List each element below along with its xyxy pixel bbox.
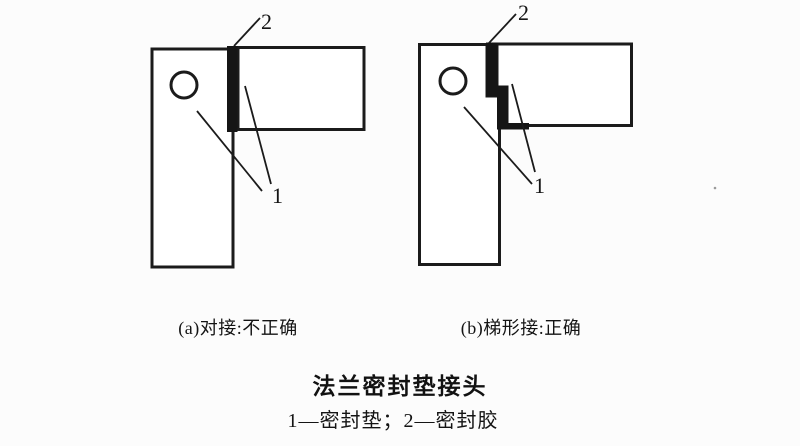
panel-b-right-flange-outline xyxy=(495,42,633,127)
panel-a-leader-line-sealant xyxy=(233,17,261,47)
panel-b-gasket-shape xyxy=(486,42,529,130)
figure-legend: 1—密封垫；2—密封胶 xyxy=(287,410,499,432)
panel-a-drawing xyxy=(150,17,366,269)
figure-title: 法兰密封垫接头 xyxy=(312,374,488,399)
panel-a-gasket-number-label: 1 xyxy=(272,183,283,208)
panel-a-bolt-hole xyxy=(169,70,199,100)
panel-a-right-flange-outline xyxy=(236,46,366,131)
scan-speck xyxy=(713,186,717,190)
panel-b-bolt-hole xyxy=(438,66,468,96)
panel-b-drawing xyxy=(418,13,633,266)
panel-b-leader-line-gasket-left xyxy=(463,106,533,185)
panel-a-caption: (a)对接:不正确 xyxy=(178,318,298,338)
panel-b-gasket-number-label: 1 xyxy=(534,173,545,198)
panel-a-sealant-number-label: 2 xyxy=(261,9,272,34)
panel-b-leader-line-sealant xyxy=(488,13,517,44)
panel-a-leader-line-gasket-right xyxy=(244,85,272,185)
panel-b-leader-line-gasket-right xyxy=(511,83,536,173)
panel-a-gasket-shape xyxy=(227,46,238,132)
panel-b-caption: (b)梯形接:正确 xyxy=(460,318,582,338)
panel-b-sealant-number-label: 2 xyxy=(518,0,529,25)
panel-a-leader-line-gasket-left xyxy=(196,110,263,192)
